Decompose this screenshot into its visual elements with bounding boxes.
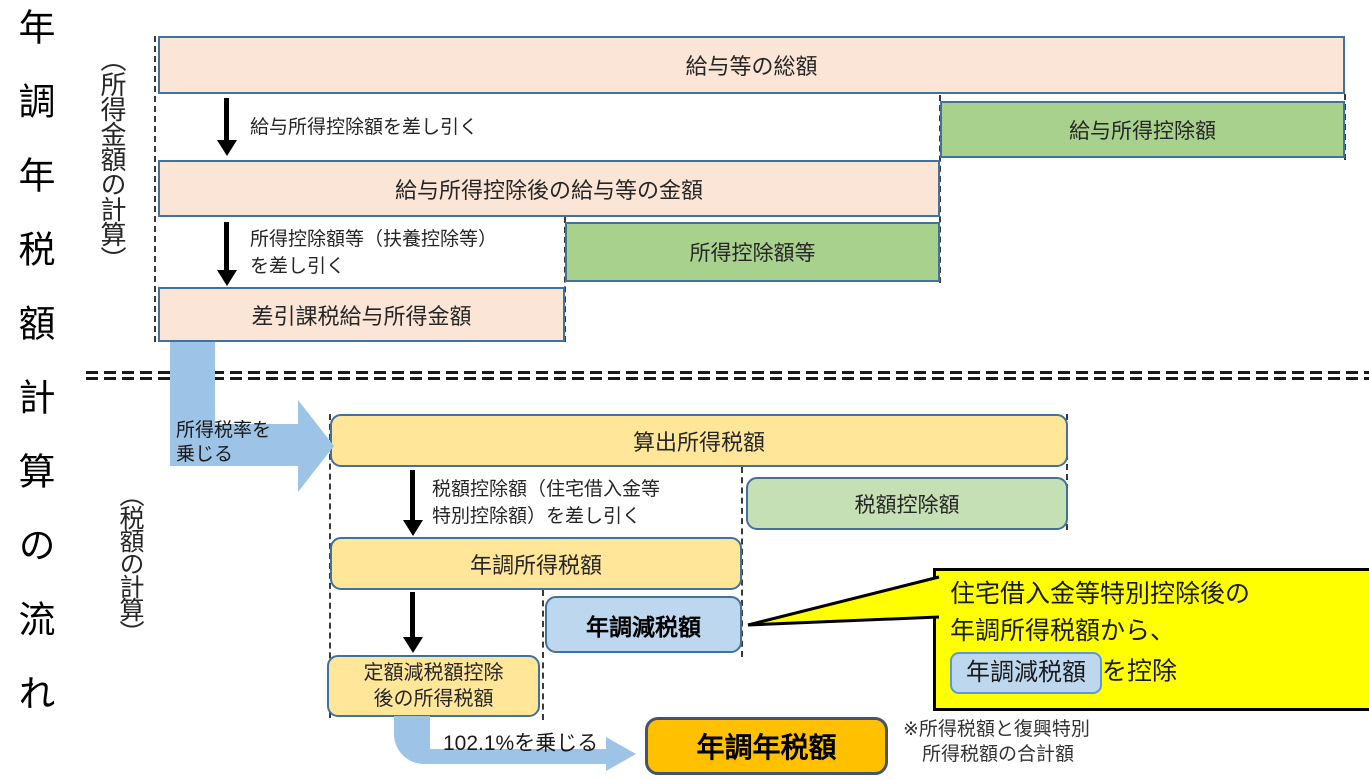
final-tax-note-line2: 所得税額の合計額 bbox=[922, 744, 1075, 765]
flow-arrowhead-icon bbox=[298, 400, 334, 492]
nencho-genzei-label: 年調減税額 bbox=[586, 613, 701, 640]
multiply-arrowhead-icon bbox=[606, 737, 636, 771]
income-deductions-box: 所得控除額等 bbox=[565, 222, 940, 282]
salary-deduction-box: 給与所得控除額 bbox=[940, 101, 1345, 158]
income-section-label: （所得金額の計算） bbox=[97, 46, 127, 271]
deduct-income-annotation-line1: 所得控除額等（扶養控除等） bbox=[250, 229, 498, 250]
apply-rate-line1: 所得税率を bbox=[176, 420, 272, 441]
apply-rate-annotation: 所得税率を 乗じる bbox=[176, 419, 286, 467]
callout-line3: 年調減税額を控除 bbox=[950, 652, 1369, 694]
down-arrow-icon bbox=[402, 470, 423, 536]
taxable-salary-income-box: 差引課税給与所得金額 bbox=[158, 287, 565, 342]
nencho-income-tax-label: 年調所得税額 bbox=[469, 552, 602, 578]
salary-total-box: 給与等の総額 bbox=[158, 36, 1345, 94]
tax-credit-box: 税額控除額 bbox=[746, 477, 1068, 530]
flow-arrow-icon bbox=[170, 424, 298, 466]
deduct-credit-line1: 税額控除額（住宅借入金等 bbox=[432, 479, 661, 500]
final-tax-box: 年調年税額 bbox=[645, 717, 888, 775]
deduct-income-annotation-line2: を差し引く bbox=[250, 256, 346, 277]
final-tax-note: ※所得税額と復興特別 所得税額の合計額 bbox=[903, 717, 1143, 767]
tax-section-label: （税額の計算） bbox=[116, 482, 144, 643]
down-arrow-icon bbox=[402, 592, 423, 653]
final-tax-label: 年調年税額 bbox=[696, 732, 837, 763]
after-flat-reduction-label: 定額減税額控除 後の所得税額 bbox=[364, 660, 504, 712]
taxable-salary-income-label: 差引課税給与所得金額 bbox=[251, 303, 472, 329]
guide-line bbox=[542, 590, 544, 720]
nencho-income-tax-box: 年調所得税額 bbox=[330, 537, 742, 590]
section-divider bbox=[86, 371, 1369, 380]
deduct-credit-line2: 特別控除額）を差し引く bbox=[432, 506, 642, 527]
callout-chip: 年調減税額 bbox=[950, 652, 1102, 694]
guide-line bbox=[741, 467, 743, 657]
after-flat-line1: 定額減税額控除 bbox=[363, 662, 504, 684]
income-deductions-label: 所得控除額等 bbox=[689, 242, 816, 265]
apply-rate-line2: 乗じる bbox=[176, 444, 234, 465]
down-arrow-icon bbox=[216, 98, 237, 156]
guide-line bbox=[1344, 94, 1346, 160]
after-flat-reduction-box: 定額減税額控除 後の所得税額 bbox=[327, 655, 540, 717]
callout-line1: 住宅借入金等特別控除後の bbox=[950, 580, 1251, 608]
nencho-genzei-box: 年調減税額 bbox=[545, 596, 742, 653]
after-salary-deduction-label: 給与所得控除後の給与等の金額 bbox=[394, 177, 703, 203]
tax-credit-label: 税額控除額 bbox=[854, 493, 960, 517]
page-title: 年調年税額計算の流れ bbox=[13, 8, 54, 748]
guide-line bbox=[939, 95, 941, 283]
salary-total-label: 給与等の総額 bbox=[685, 54, 818, 79]
deduct-salary-annotation: 給与所得控除額を差し引く bbox=[250, 117, 479, 138]
callout-pointer-icon bbox=[747, 575, 940, 627]
down-arrow-icon bbox=[216, 222, 237, 286]
after-salary-deduction-box: 給与所得控除後の給与等の金額 bbox=[158, 160, 940, 217]
final-tax-note-line1: ※所得税額と復興特別 bbox=[903, 719, 1090, 740]
guide-line bbox=[154, 36, 156, 342]
callout-line2: 年調所得税額から、 bbox=[950, 617, 1176, 645]
callout-suffix: を控除 bbox=[1102, 657, 1178, 686]
calculated-tax-label: 算出所得税額 bbox=[632, 429, 765, 455]
deduct-credit-annotation: 税額控除額（住宅借入金等 特別控除額）を差し引く bbox=[432, 476, 742, 530]
salary-deduction-label: 給与所得控除額 bbox=[1069, 119, 1216, 143]
callout-bubble: 住宅借入金等特別控除後の 年調所得税額から、 年調減税額を控除 bbox=[933, 568, 1369, 711]
guide-line bbox=[1066, 414, 1068, 530]
multiply-annotation: 102.1%を乗じる bbox=[443, 732, 599, 755]
calculated-tax-box: 算出所得税額 bbox=[330, 414, 1068, 467]
after-flat-line2: 後の所得税額 bbox=[373, 688, 494, 710]
deduct-income-annotation: 所得控除額等（扶養控除等） を差し引く bbox=[250, 226, 570, 280]
